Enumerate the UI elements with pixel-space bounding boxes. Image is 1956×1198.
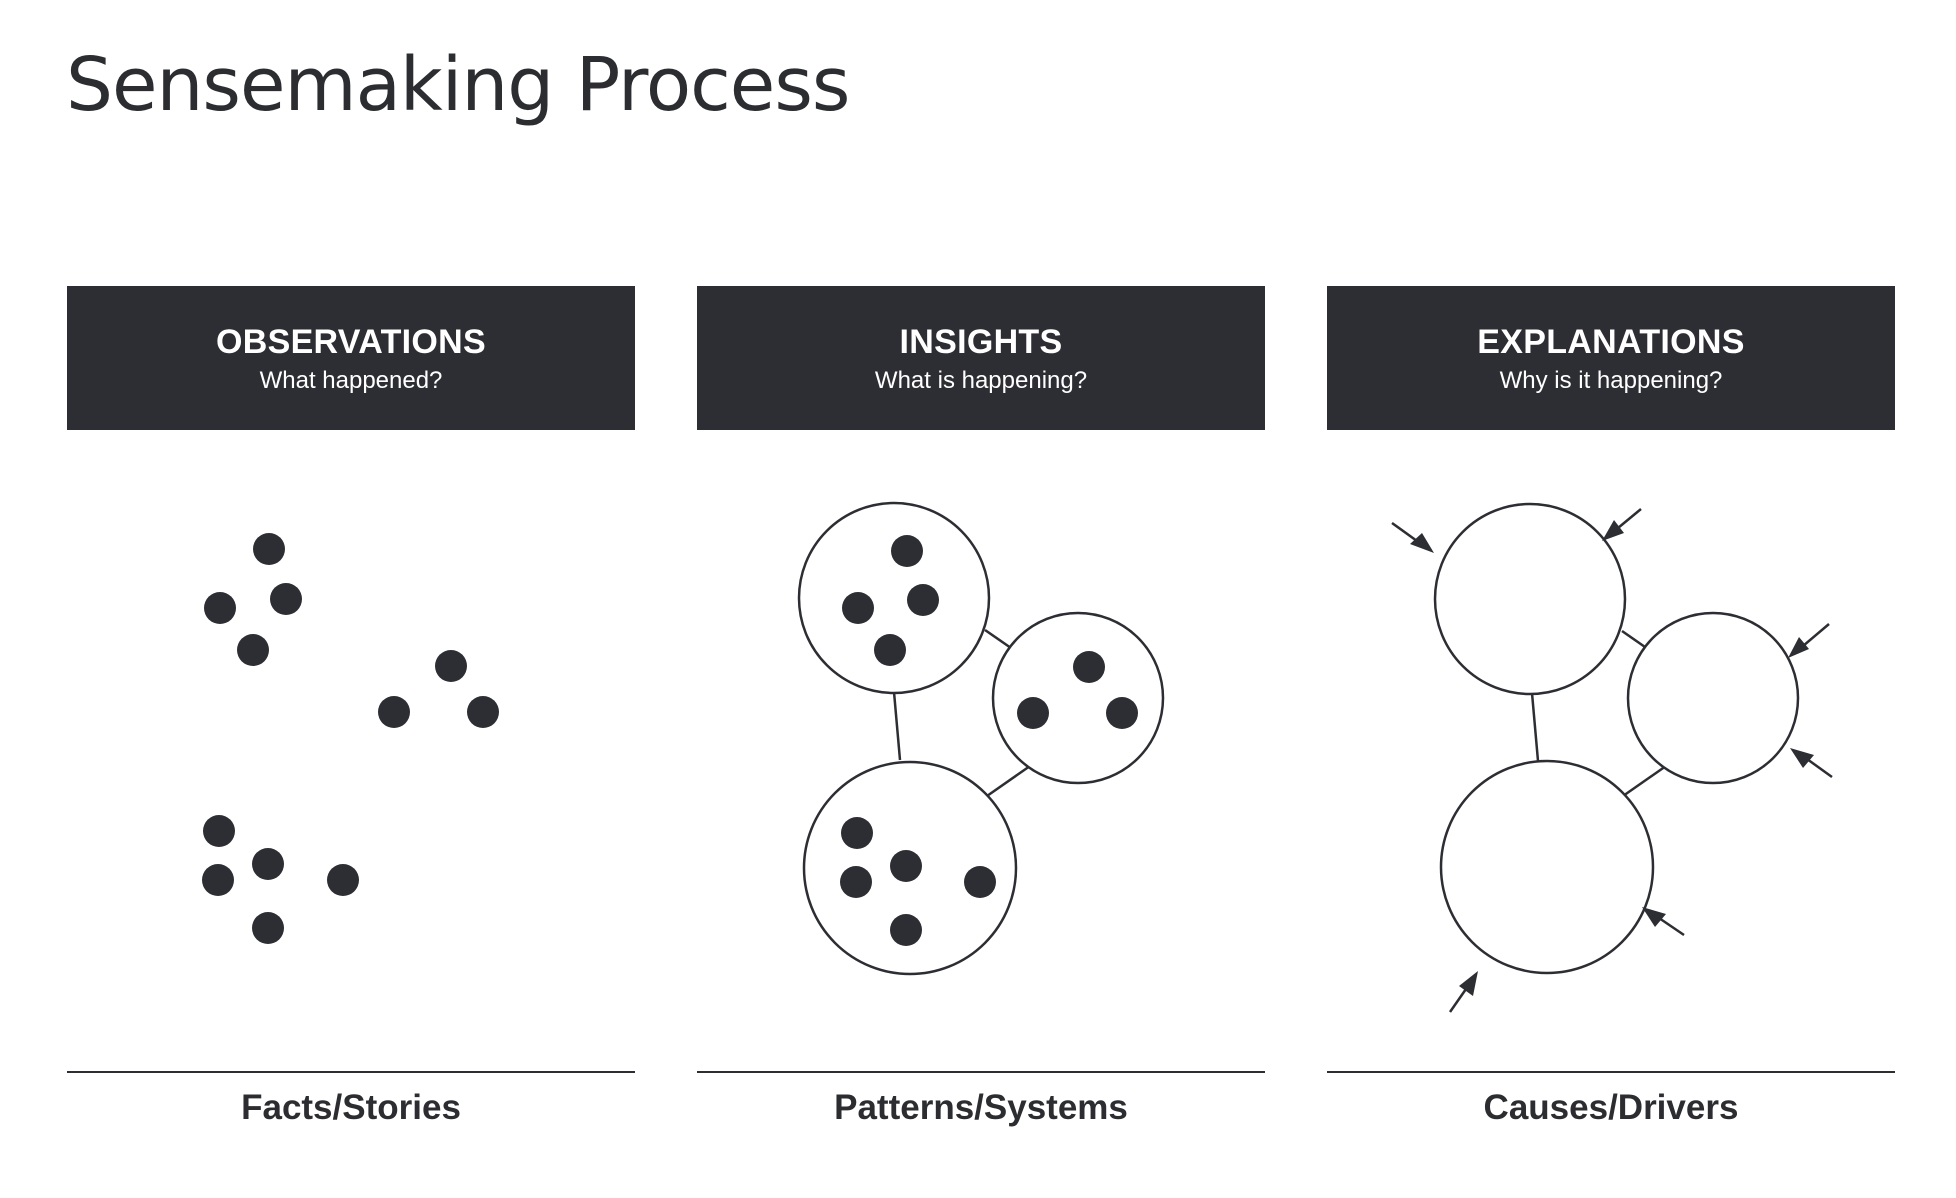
fact-dot <box>964 866 996 898</box>
insights-header: INSIGHTS What is happening? <box>697 286 1265 430</box>
pattern-link <box>986 764 1031 798</box>
fact-dot <box>467 696 499 728</box>
pattern-cluster-top <box>797 501 991 695</box>
driver-arrow <box>1788 623 1830 658</box>
fact-dot <box>842 592 874 624</box>
fact-dot <box>202 864 234 896</box>
observations-heading: OBSERVATIONS <box>216 323 486 361</box>
fact-dot <box>890 914 922 946</box>
fact-dot <box>253 533 285 565</box>
cause-link <box>1622 764 1667 798</box>
explanations-heading: EXPLANATIONS <box>1477 323 1745 361</box>
fact-dot <box>1073 651 1105 683</box>
explanations-driver-diagram <box>1391 502 1833 1013</box>
fact-dot <box>237 634 269 666</box>
fact-dot <box>204 592 236 624</box>
fact-dot <box>841 817 873 849</box>
insights-heading: INSIGHTS <box>899 323 1063 361</box>
fact-dot <box>891 535 923 567</box>
fact-dot <box>1106 697 1138 729</box>
explanations-divider <box>1327 1071 1895 1073</box>
fact-dot <box>435 650 467 682</box>
explanations-footer: Causes/Drivers <box>1483 1088 1739 1127</box>
fact-dot <box>327 864 359 896</box>
fact-dot <box>203 815 235 847</box>
fact-dot <box>252 848 284 880</box>
fact-dot <box>890 850 922 882</box>
pattern-link <box>892 691 902 761</box>
cause-circle-top <box>1433 502 1627 696</box>
cause-circle-right <box>1626 611 1800 785</box>
driver-arrow <box>1642 907 1685 937</box>
fact-dot <box>270 583 302 615</box>
insights-clustered-patterns <box>797 501 1165 976</box>
cause-circle-bottom <box>1439 759 1655 975</box>
observations-column: OBSERVATIONS What happened? Facts/Storie… <box>67 286 635 1127</box>
pattern-cluster-right <box>991 611 1165 785</box>
observations-divider <box>67 1071 635 1073</box>
driver-arrow <box>1790 748 1833 779</box>
insights-question: What is happening? <box>874 367 1088 394</box>
insights-column: INSIGHTS What is happening? Patterns/Sys… <box>697 286 1265 1127</box>
page-title: Sensemaking Process <box>66 42 850 128</box>
driver-arrow <box>1448 971 1478 1013</box>
driver-arrow <box>1602 508 1642 541</box>
fact-dot <box>1017 697 1049 729</box>
fact-dot <box>252 912 284 944</box>
explanations-column: EXPLANATIONS Why is it happening? <box>1327 286 1895 1127</box>
pattern-link <box>984 628 1012 650</box>
observations-footer: Facts/Stories <box>241 1088 461 1127</box>
cause-link <box>1621 629 1646 649</box>
fact-dot <box>874 634 906 666</box>
observations-question: What happened? <box>259 367 443 394</box>
cause-link <box>1530 692 1540 762</box>
explanations-question: Why is it happening? <box>1499 367 1723 394</box>
driver-arrow <box>1391 521 1434 553</box>
observations-scattered-dots <box>202 533 499 944</box>
fact-dot <box>840 866 872 898</box>
explanations-header: EXPLANATIONS Why is it happening? <box>1327 286 1895 430</box>
observations-header: OBSERVATIONS What happened? <box>67 286 635 430</box>
fact-dot <box>378 696 410 728</box>
insights-footer: Patterns/Systems <box>834 1088 1128 1127</box>
insights-divider <box>697 1071 1265 1073</box>
fact-dot <box>907 584 939 616</box>
